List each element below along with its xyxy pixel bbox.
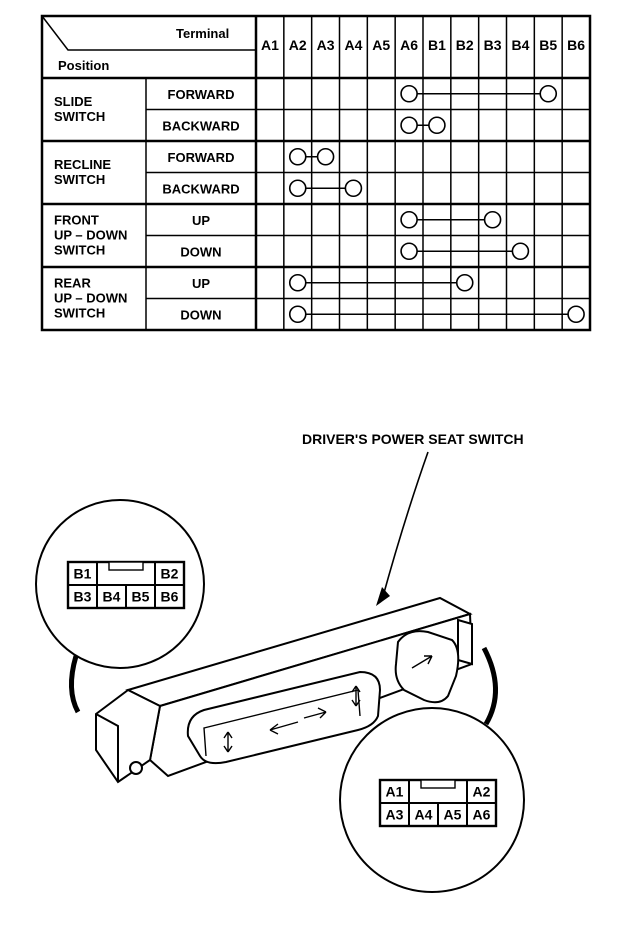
connector-a-link bbox=[481, 646, 498, 726]
switch-illustration: DRIVER'S POWER SEAT SWITCH bbox=[35, 431, 525, 893]
connector-pin-label: B3 bbox=[74, 589, 92, 605]
continuity-circle bbox=[428, 116, 446, 135]
callout-arrowhead bbox=[376, 587, 390, 606]
switch-callout-label: DRIVER'S POWER SEAT SWITCH bbox=[302, 431, 524, 447]
terminal-header: A1 bbox=[261, 37, 279, 53]
terminal-header: A6 bbox=[400, 37, 418, 53]
connector-pin-label: A1 bbox=[386, 784, 404, 800]
table-grid bbox=[40, 14, 592, 332]
terminal-header: B2 bbox=[456, 37, 474, 53]
continuity-circle bbox=[288, 147, 307, 166]
terminal-header: A5 bbox=[372, 37, 390, 53]
connector-pin-label: A5 bbox=[444, 807, 462, 823]
connector-pin-label: A4 bbox=[415, 807, 433, 823]
terminal-header: A3 bbox=[317, 37, 335, 53]
continuity-marks bbox=[288, 84, 585, 324]
terminal-headers: A1 A2 A3 A4 A5 A6 B1 B2 B3 B4 B5 B6 bbox=[261, 37, 585, 53]
terminal-header: A2 bbox=[289, 37, 307, 53]
switch-group-name: SWITCH bbox=[54, 109, 105, 124]
switch-group-name: FRONT bbox=[54, 213, 99, 228]
continuity-circle bbox=[511, 242, 530, 261]
continuity-circle bbox=[400, 84, 418, 103]
continuity-circle bbox=[316, 147, 335, 166]
continuity-circle bbox=[455, 273, 474, 292]
continuity-circle bbox=[483, 210, 502, 229]
position-label: DOWN bbox=[180, 307, 221, 322]
switch-group-name: SWITCH bbox=[54, 172, 105, 187]
switch-group-name: UP – DOWN bbox=[54, 291, 127, 306]
terminal-header: B4 bbox=[511, 37, 529, 53]
switch-group-name: RECLINE bbox=[54, 157, 111, 172]
connector-pin-label: A2 bbox=[473, 784, 491, 800]
continuity-circle bbox=[539, 84, 558, 103]
connector-pin-label: A6 bbox=[473, 807, 491, 823]
connector-pin-label: B5 bbox=[132, 589, 150, 605]
callout-leader-line bbox=[381, 451, 429, 601]
connector-latch bbox=[108, 561, 144, 571]
continuity-circle bbox=[288, 179, 307, 198]
switch-group-name: SLIDE bbox=[54, 94, 93, 109]
continuity-circle bbox=[400, 116, 418, 135]
connector-pin-label: B4 bbox=[103, 589, 121, 605]
position-label: BACKWARD bbox=[162, 118, 239, 133]
terminal-header: B5 bbox=[539, 37, 557, 53]
position-label: UP bbox=[192, 213, 210, 228]
position-label: BACKWARD bbox=[162, 181, 239, 196]
terminal-header: B3 bbox=[484, 37, 502, 53]
position-labels: FORWARD BACKWARD FORWARD BACKWARD UP DOWN UP DO… bbox=[162, 87, 239, 323]
switch-group-name: SWITCH bbox=[54, 243, 105, 258]
connector-latch bbox=[420, 779, 456, 789]
connector-pin-label: A3 bbox=[386, 807, 404, 823]
connector-pin-label: B1 bbox=[74, 566, 92, 582]
continuity-circle bbox=[288, 273, 307, 292]
header-position-label: Position bbox=[58, 58, 109, 73]
continuity-table: Terminal Position A1 A2 A3 A4 A5 A6 B1 B2 B3 B4 B5… bbox=[40, 14, 592, 332]
terminal-header: A4 bbox=[344, 37, 362, 53]
continuity-circle bbox=[400, 210, 418, 229]
switch-group-name: SWITCH bbox=[54, 306, 105, 321]
terminal-header: B1 bbox=[428, 37, 446, 53]
position-label: DOWN bbox=[180, 244, 221, 259]
switch-group-name: UP – DOWN bbox=[54, 228, 127, 243]
continuity-circle bbox=[288, 305, 307, 324]
header-terminal-label: Terminal bbox=[176, 26, 229, 41]
switch-group-name: REAR bbox=[54, 276, 91, 291]
connector-pin-label: B6 bbox=[161, 589, 179, 605]
position-label: FORWARD bbox=[168, 87, 235, 102]
connector-pin-label: B2 bbox=[161, 566, 179, 582]
header-diagonal bbox=[41, 15, 256, 51]
continuity-circle bbox=[567, 305, 585, 324]
position-label: UP bbox=[192, 276, 210, 291]
terminal-header: B6 bbox=[567, 37, 585, 53]
switch-body bbox=[95, 596, 474, 784]
continuity-circle bbox=[400, 242, 418, 261]
position-label: FORWARD bbox=[168, 150, 235, 165]
connector-b-link bbox=[69, 655, 81, 714]
continuity-circle bbox=[344, 179, 363, 198]
